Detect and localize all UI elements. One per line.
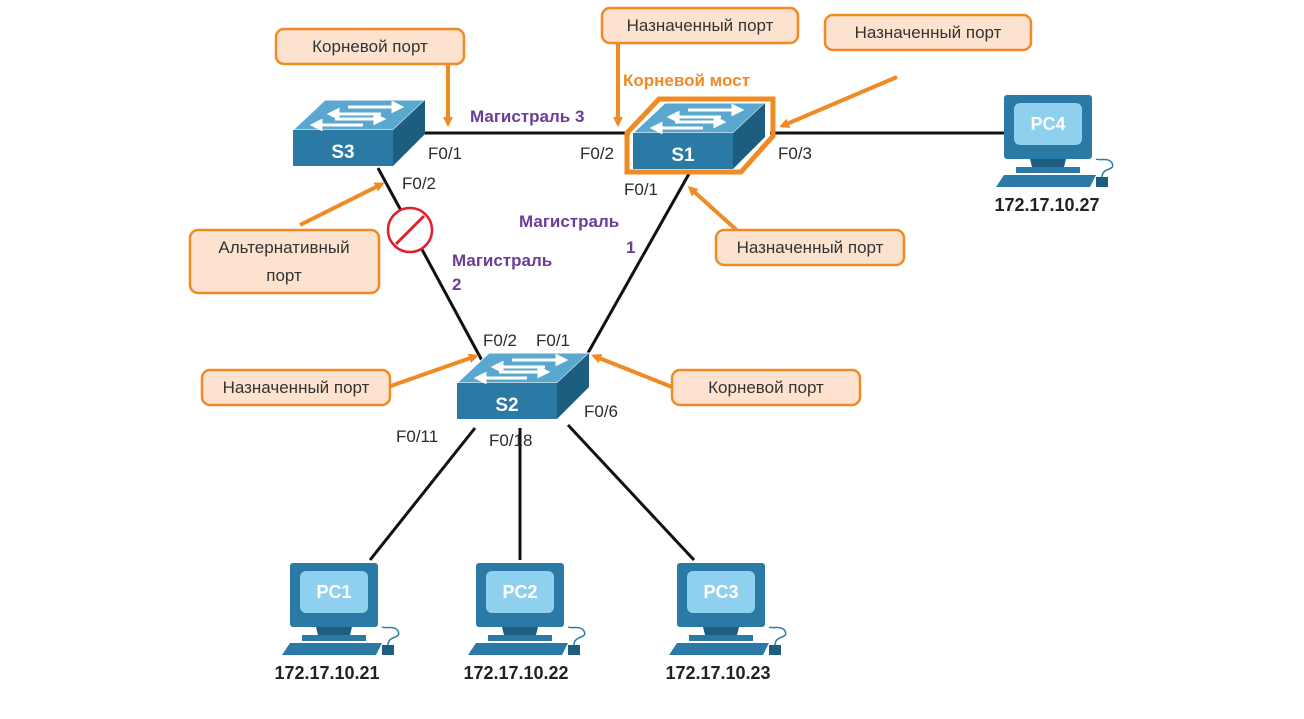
arrow-s1-desig-f03 xyxy=(779,75,898,128)
arrow-s2-desig xyxy=(387,353,479,389)
callout-s1-desig-f02: Назначенный порт xyxy=(600,6,800,45)
s2-pc1-link xyxy=(368,427,477,561)
trunk-2-label-line1: Магистраль xyxy=(452,251,552,270)
trunk-1-label-line2: 1 xyxy=(626,238,635,257)
callout-s2-desig: Назначенный порт xyxy=(200,368,392,407)
switch-s2[interactable]: S2 xyxy=(455,351,591,421)
port-s2-f06: F0/6 xyxy=(584,402,618,421)
root-bridge-title: Корневой мост xyxy=(623,71,750,90)
root-bridge-highlight xyxy=(624,96,776,175)
arrow-s2-root xyxy=(591,353,673,389)
pc3-label: PC3 xyxy=(703,582,738,602)
switch-icon xyxy=(631,101,767,171)
pc3-ip: 172.17.10.23 xyxy=(665,663,770,683)
blocked-port-icon xyxy=(386,206,434,254)
port-s2-f02: F0/2 xyxy=(483,331,517,350)
pc4[interactable]: PC4 xyxy=(995,94,1114,188)
callout-s1-desig-f03: Назначенный порт xyxy=(823,13,1033,52)
pc4-ip: 172.17.10.27 xyxy=(994,195,1099,215)
port-s3-f02: F0/2 xyxy=(402,174,436,193)
port-s3-f01: F0/1 xyxy=(428,144,462,163)
s2-pc3-link xyxy=(566,423,696,562)
switch-icon xyxy=(455,351,591,421)
pc-icon xyxy=(995,94,1114,188)
pc1-ip: 172.17.10.21 xyxy=(274,663,379,683)
pc-icon xyxy=(281,562,400,656)
callout-s3-alt-text-line2: порт xyxy=(266,266,302,285)
pc2[interactable]: PC2 xyxy=(467,562,586,656)
pc2-label: PC2 xyxy=(502,582,537,602)
pc4-label: PC4 xyxy=(1030,114,1065,134)
pc2-ip: 172.17.10.22 xyxy=(463,663,568,683)
pc-icon xyxy=(668,562,787,656)
callout-arrows xyxy=(299,42,898,389)
port-s1-f02: F0/2 xyxy=(580,144,614,163)
switch-s1-label: S1 xyxy=(671,145,695,166)
callout-s1-desig-f02-text: Назначенный порт xyxy=(627,16,774,35)
port-s2-f01: F0/1 xyxy=(536,331,570,350)
trunk-1-label-line1: Магистраль xyxy=(519,212,619,231)
callout-s1-desig-f01: Назначенный порт xyxy=(714,228,906,267)
callout-s3-alt-text-line1: Альтернативный xyxy=(218,238,349,257)
switch-s1[interactable]: S1 xyxy=(624,96,776,175)
pc1-label: PC1 xyxy=(316,582,351,602)
switch-s3-label: S3 xyxy=(331,142,354,163)
port-s2-f018: F0/18 xyxy=(489,431,532,450)
callout-s3-root: Корневой порт xyxy=(274,27,466,66)
pc3[interactable]: PC3 xyxy=(668,562,787,656)
switch-s3[interactable]: S3 xyxy=(291,98,427,168)
callout-s2-root: Корневой порт xyxy=(670,368,862,407)
trunk-2-link xyxy=(376,167,488,369)
pc-icon xyxy=(467,562,586,656)
callout-s2-desig-text: Назначенный порт xyxy=(223,378,370,397)
port-s2-f011: F0/11 xyxy=(396,427,438,446)
switch-icon xyxy=(291,98,427,168)
switch-s2-label: S2 xyxy=(495,395,518,416)
callout-s2-root-text: Корневой порт xyxy=(708,378,824,397)
trunk-3-label: Магистраль 3 xyxy=(470,107,584,126)
links xyxy=(368,131,1012,562)
arrow-s3-alt xyxy=(299,182,385,227)
callout-s1-desig-f01-text: Назначенный порт xyxy=(737,238,884,257)
port-s1-f03: F0/3 xyxy=(778,144,812,163)
port-s1-f01: F0/1 xyxy=(624,180,658,199)
callout-s3-alt: Альтернативный порт xyxy=(188,228,381,295)
pc1[interactable]: PC1 xyxy=(281,562,400,656)
trunk-2-label-line2: 2 xyxy=(452,275,461,294)
callout-s3-root-text: Корневой порт xyxy=(312,37,428,56)
trunk-1-link xyxy=(582,171,692,361)
callout-s1-desig-f03-text: Назначенный порт xyxy=(855,23,1002,42)
